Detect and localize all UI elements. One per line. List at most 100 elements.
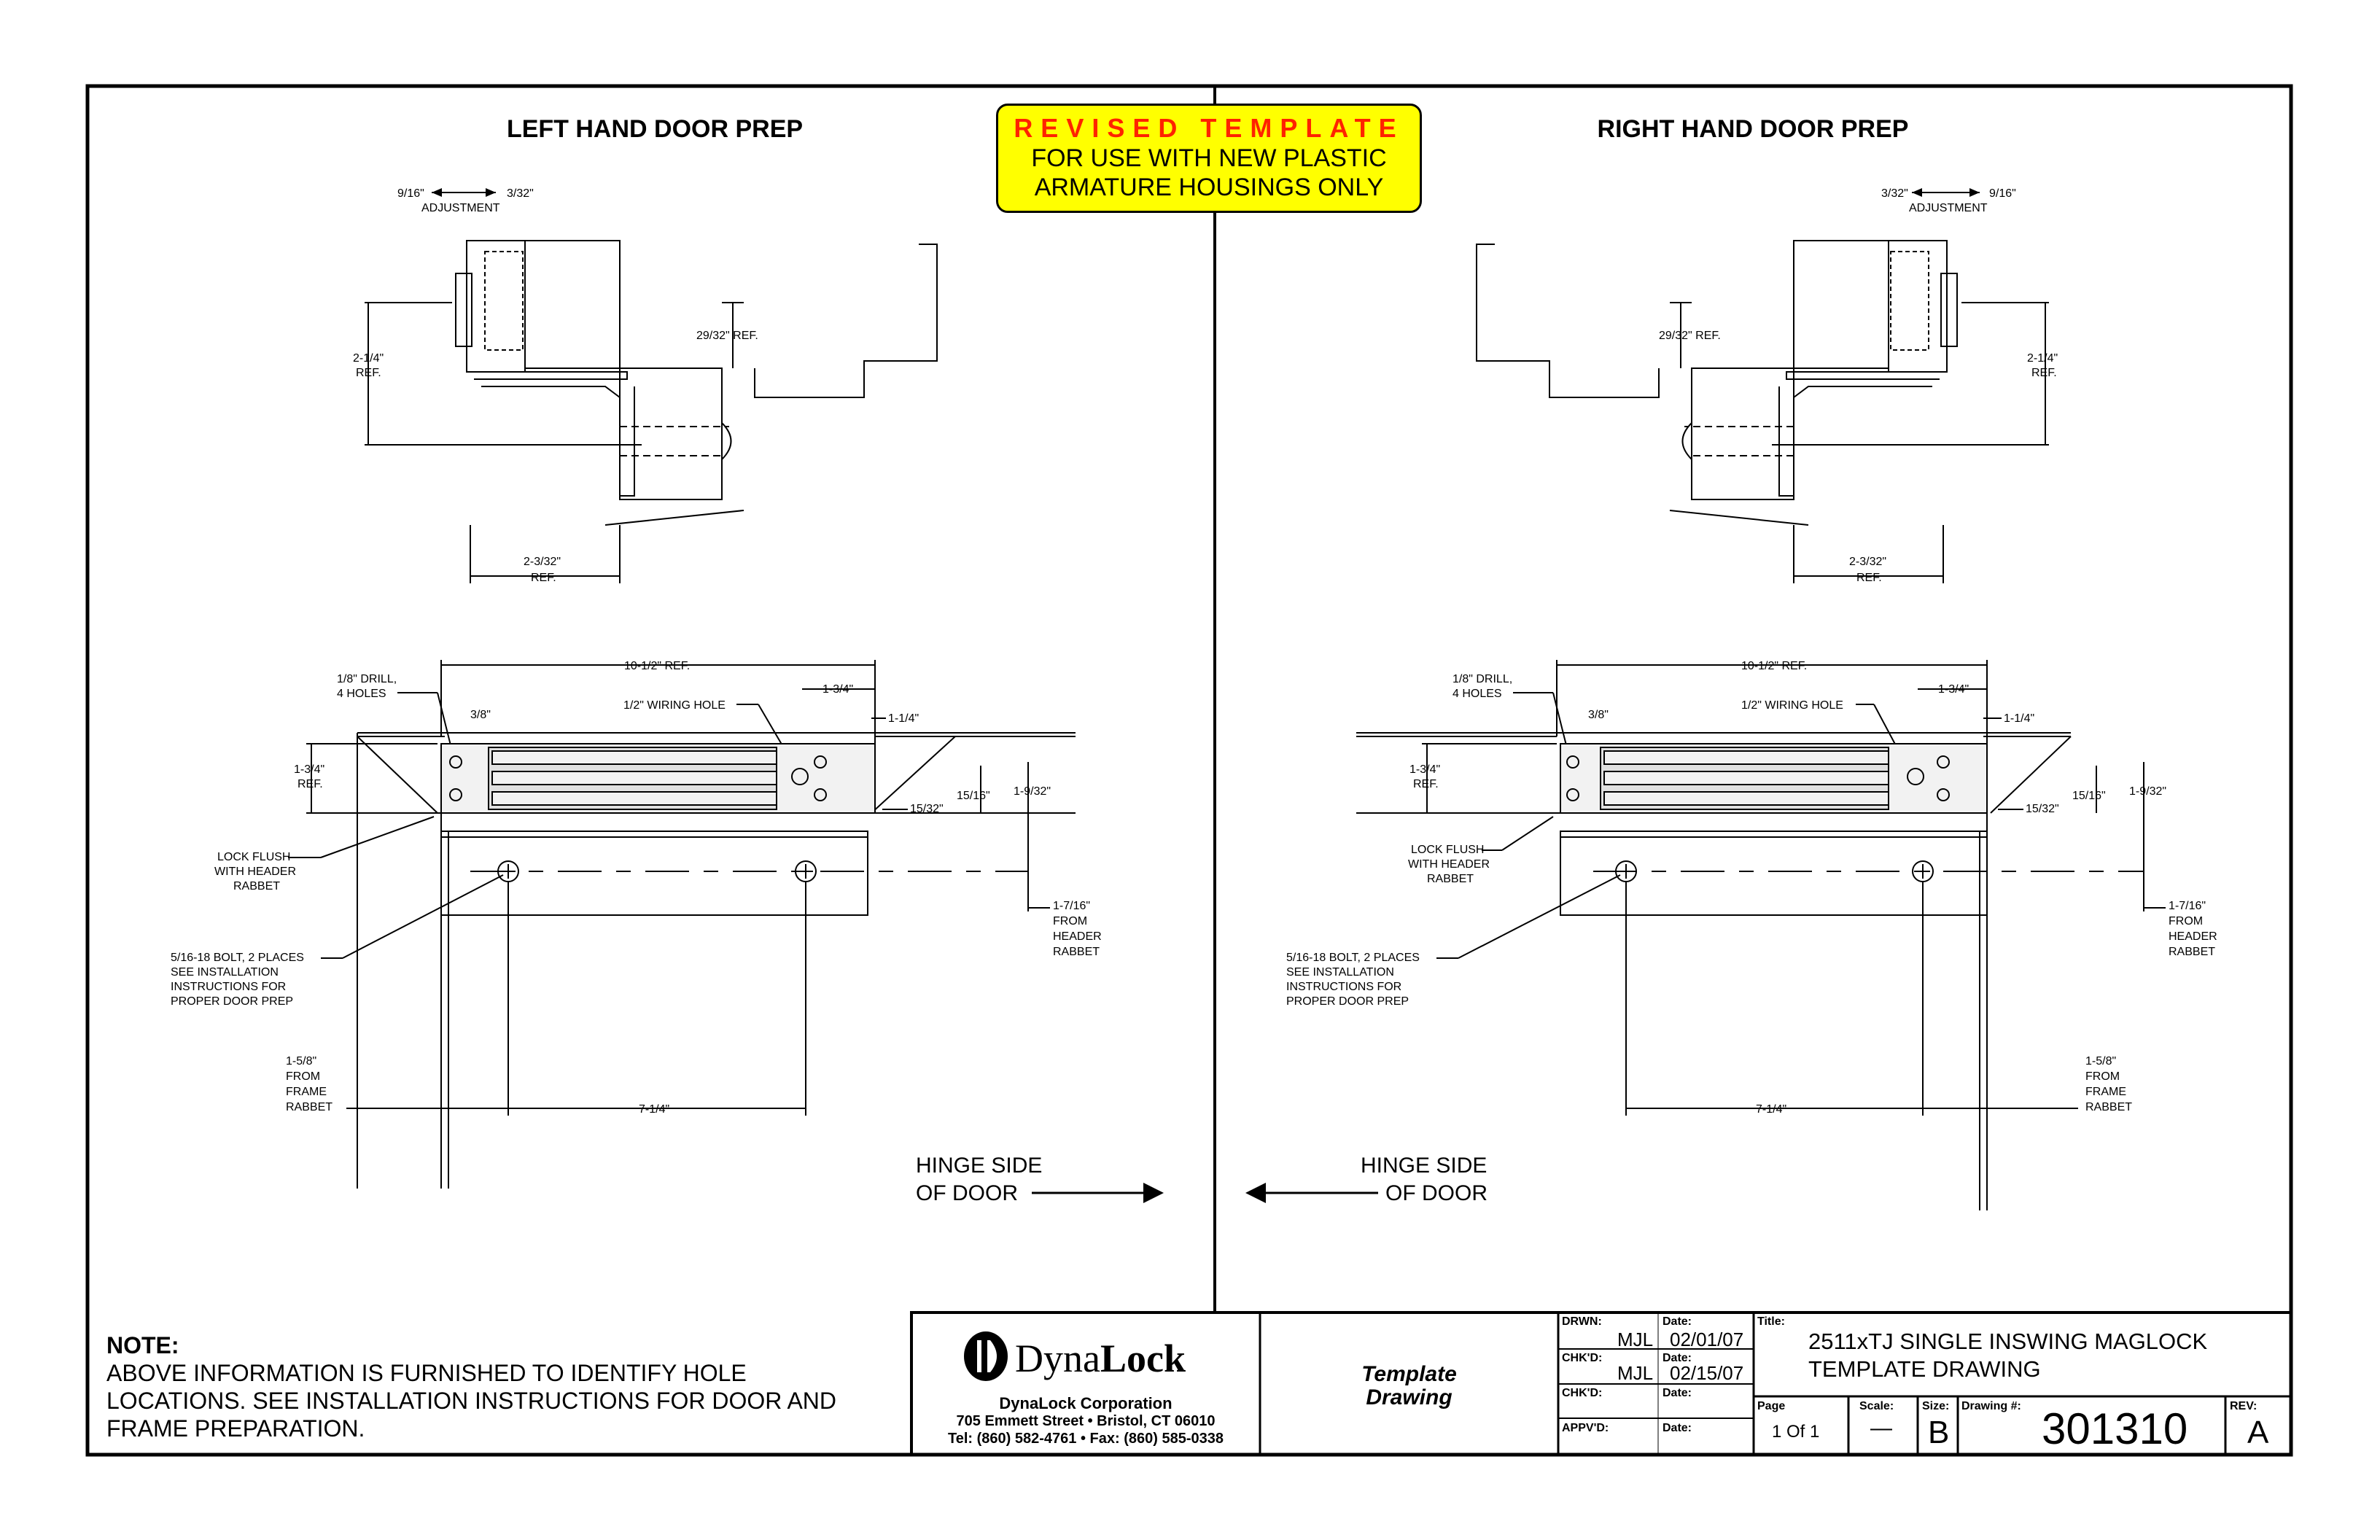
banner-line-1: REVISED TEMPLATE [1014,113,1404,143]
left-bolt-4: PROPER DOOR PREP [171,995,293,1008]
left-drill-label: 1/8" DRILL, [337,673,397,685]
chkd-date: 02/15/07 [1670,1362,1744,1384]
right-fromheader-4: RABBET [2169,946,2215,958]
right-bolt-3: INSTRUCTIONS FOR [1286,981,1401,993]
left-dim-15-32: 15/32" [910,803,944,815]
drwn-date-label: Date: [1662,1315,1692,1328]
drwn-label: DRWN: [1562,1315,1602,1328]
title-label: Title: [1757,1315,1785,1328]
left-fromheader-4: RABBET [1053,946,1100,958]
left-drill-label-2: 4 HOLES [337,688,386,700]
title-block [910,1311,2292,1456]
logo-wordmark-2: Lock [1100,1337,1186,1380]
note-line-3: FRAME PREPARATION. [106,1415,365,1442]
left-wiring-label: 1/2" WIRING HOLE [623,699,726,712]
left-bolt-3: INSTRUCTIONS FOR [171,981,286,993]
left-dim-3-8: 3/8" [470,709,491,721]
left-fromframe-2: FROM [286,1070,320,1083]
left-fromframe-4: RABBET [286,1101,332,1113]
right-dim-2-3-32: 2-3/32" [1849,556,1886,568]
right-lockflush-2: WITH HEADER [1408,858,1490,871]
left-dim-1-3-4-ref2: REF. [298,778,323,790]
drwn-value: MJL [1617,1329,1654,1350]
left-hinge-1: HINGE SIDE [916,1154,1042,1178]
left-dim-15-16: 15/16" [957,790,990,802]
left-adj-3-32: 3/32" [507,187,534,200]
note-heading: NOTE: [106,1332,179,1358]
company-phone: Tel: (860) 582-4761 • Fax: (860) 585-033… [948,1431,1224,1447]
chkd-date-label: Date: [1662,1352,1692,1364]
right-title: RIGHT HAND DOOR PREP [1598,115,1909,143]
size-label: Size: [1922,1400,1950,1412]
right-dim-7-1-4: 7-1/4" [1756,1103,1786,1116]
chkd2-label: CHK'D: [1562,1387,1603,1399]
company-name: DynaLock Corporation [999,1394,1172,1412]
left-side-view: 9/16" 3/32" ADJUSTMENT 2-1/4" REF. [353,187,938,584]
appvd-date-label: Date: [1662,1422,1692,1434]
right-adj-label: ADJUSTMENT [1909,202,1988,214]
left-adj-9-16: 9/16" [397,187,424,200]
page-label: Page [1757,1400,1786,1412]
left-lockflush-1: LOCK FLUSH [217,851,290,863]
left-fromheader-1: 1-7/16" [1053,900,1090,912]
right-bolt-1: 5/16-18 BOLT, 2 PLACES [1286,952,1420,964]
right-fromframe-4: RABBET [2085,1101,2132,1113]
right-lockflush-1: LOCK FLUSH [1411,844,1484,856]
left-fromheader-3: HEADER [1053,930,1102,943]
scale-value: — [1870,1416,1892,1440]
chkd-label: CHK'D: [1562,1352,1603,1364]
right-lockflush-3: RABBET [1427,873,1474,885]
right-dim-15-16: 15/16" [2072,790,2106,802]
right-drill-label-2: 4 HOLES [1452,688,1502,700]
right-fromheader-3: HEADER [2169,930,2217,943]
left-dim-2-3-32-ref: REF. [531,572,556,584]
left-dim-7-1-4: 7-1/4" [639,1103,669,1116]
right-adj-3-32: 3/32" [1881,187,1908,200]
left-dim-1-1-4: 1-1/4" [888,712,919,725]
left-bolt-2: SEE INSTALLATION [171,966,279,979]
left-dim-2-1-4-ref: REF. [356,367,381,379]
right-fromframe-2: FROM [2085,1070,2120,1083]
left-lockflush-2: WITH HEADER [214,866,296,878]
scale-label: Scale: [1859,1400,1894,1412]
right-dim-3-8: 3/8" [1588,709,1609,721]
size-value: B [1928,1415,1950,1450]
right-drill-label: 1/8" DRILL, [1452,673,1512,685]
right-panel: RIGHT HAND DOOR PREP 3/32" 9/16" ADJUSTM… [1245,115,2217,1210]
appvd-label: APPV'D: [1562,1422,1609,1434]
right-dim-1-3-4-ref: 1-3/4" [1409,763,1440,776]
right-dim-2-3-32-ref: REF. [1856,572,1882,584]
page-value: 1 Of 1 [1772,1422,1820,1442]
right-bolt-2: SEE INSTALLATION [1286,966,1394,979]
drawing-label: Drawing #: [1961,1400,2021,1412]
left-dim-1-3-4-ref: 1-3/4" [294,763,324,776]
logo-wordmark-1: Dyna [1015,1337,1100,1380]
note-line-2: LOCATIONS. SEE INSTALLATION INSTRUCTIONS… [106,1388,837,1414]
left-bolt-1: 5/16-18 BOLT, 2 PLACES [171,952,304,964]
left-dim-2-3-32: 2-3/32" [524,556,561,568]
left-hinge-2: OF DOOR [916,1181,1018,1205]
left-fromheader-2: FROM [1053,915,1087,928]
revised-template-banner: REVISED TEMPLATE FOR USE WITH NEW PLASTI… [996,104,1422,213]
left-dim-29-32: 29/32" REF. [696,330,758,342]
right-fromheader-1: 1-7/16" [2169,900,2206,912]
right-adj-9-16: 9/16" [1989,187,2016,200]
right-hinge-1: HINGE SIDE [1361,1154,1487,1178]
right-hinge-2: OF DOOR [1385,1181,1488,1205]
right-fromheader-2: FROM [2169,915,2203,928]
note-block: NOTE: ABOVE INFORMATION IS FURNISHED TO … [106,1331,894,1442]
title-line-1: 2511xTJ SINGLE INSWING MAGLOCK [1808,1329,2208,1354]
left-panel: LEFT HAND DOOR PREP 9/16" 3/32" ADJUSTME… [171,115,1164,1205]
left-title: LEFT HAND DOOR PREP [507,115,803,143]
right-hinge-arrow-icon [1245,1183,1266,1203]
left-dim-1-9-32: 1-9/32" [1014,785,1051,798]
drawing-number: 301310 [2042,1404,2188,1453]
drwn-date: 02/01/07 [1670,1329,1744,1350]
rev-label: REV: [2230,1400,2258,1412]
right-wiring-label: 1/2" WIRING HOLE [1741,699,1843,712]
banner-line-3: ARMATURE HOUSINGS ONLY [1034,174,1384,201]
title-line-2: TEMPLATE DRAWING [1808,1356,2041,1382]
chkd-value: MJL [1617,1362,1654,1384]
right-side-view: 3/32" 9/16" ADJUSTMENT 2-1/4" REF. 2 [1476,187,2058,584]
doc-type-2: Drawing [1366,1385,1452,1409]
